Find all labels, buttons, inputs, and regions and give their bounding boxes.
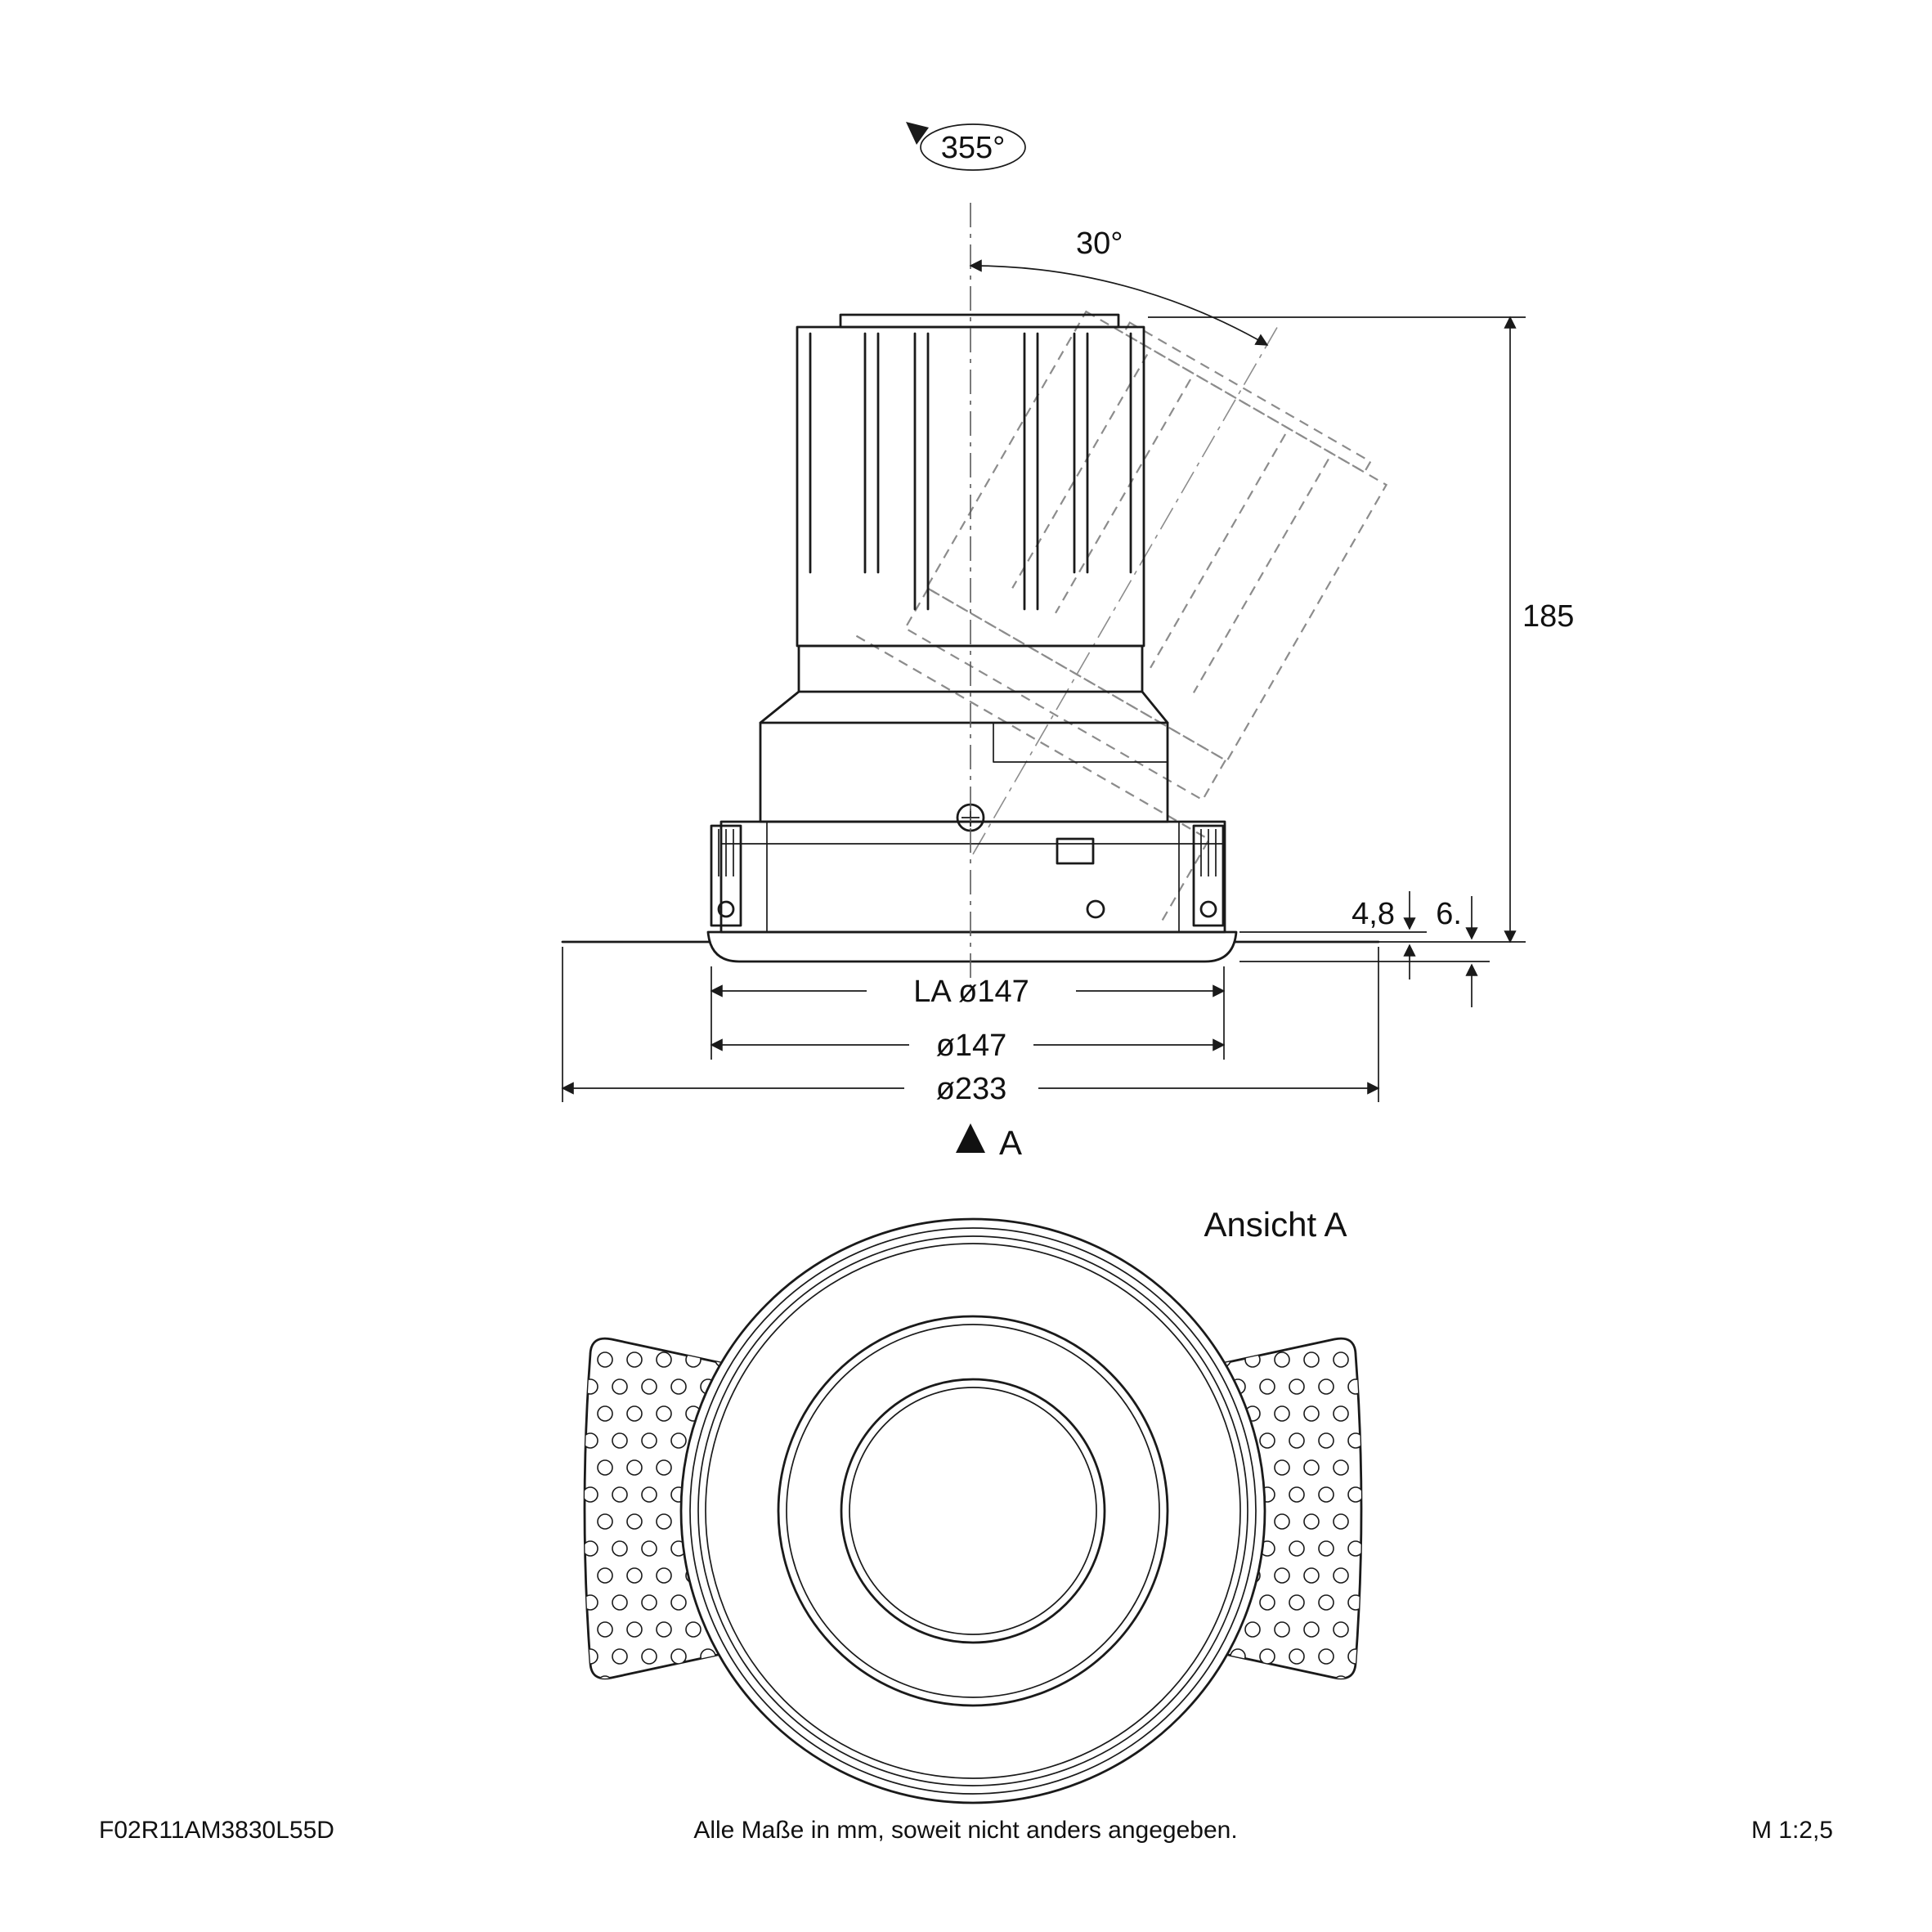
led-base — [797, 644, 1144, 693]
tilt-indicator: 30° — [969, 226, 1269, 346]
trim-ring-face — [679, 1217, 1266, 1804]
dim-widths: LA ø147 ø147 ø233 — [561, 947, 1380, 1106]
bottom-view: Ansicht A — [583, 1205, 1363, 1804]
dim-height: 185 — [1148, 316, 1574, 944]
footer-note: Alle Maße in mm, soweit nicht anders ang… — [693, 1817, 1237, 1844]
view-title: Ansicht A — [1204, 1205, 1347, 1244]
side-view: 355° 30° 185 4,8 6. — [561, 122, 1574, 1162]
dim-outer-label: ø233 — [936, 1072, 1007, 1106]
trim-flange — [706, 930, 1238, 963]
spring-clip-left — [710, 824, 742, 927]
footer: F02R11AM3830L55D Alle Maße in mm, soweit… — [99, 1817, 1833, 1844]
luminaire-body — [710, 313, 1226, 934]
housing-hole — [1086, 899, 1105, 919]
dim-diameter-label: ø147 — [936, 1029, 1007, 1063]
view-arrow-label: A — [999, 1123, 1022, 1162]
dim-cutout-label: LA ø147 — [913, 975, 1029, 1009]
dim-flange-recess: 4,8 6. — [1239, 891, 1490, 1007]
dim-recess-label: 6. — [1436, 897, 1462, 931]
tilt-angle-label: 30° — [1076, 226, 1123, 261]
rotation-angle-label: 355° — [941, 131, 1006, 165]
latch — [1056, 837, 1095, 865]
footer-scale: M 1:2,5 — [1751, 1817, 1833, 1844]
heatsink-cap — [839, 313, 1120, 329]
tilted-body-dashed — [855, 310, 1388, 922]
tilted-center-axis — [970, 327, 1278, 859]
view-direction-marker: A — [956, 1123, 1022, 1162]
lens-circle — [840, 1378, 1106, 1644]
spring-clip-right — [1192, 824, 1225, 927]
rotation-indicator: 355° — [906, 122, 1026, 171]
cone-opening-circle — [777, 1315, 1169, 1707]
outer-trim-circle — [679, 1217, 1266, 1804]
dim-flange-label: 4,8 — [1352, 897, 1395, 931]
footer-article-number: F02R11AM3830L55D — [99, 1817, 334, 1844]
rotation-arrowhead — [906, 122, 929, 145]
view-arrow-icon — [956, 1123, 985, 1153]
recessed-housing — [719, 820, 1226, 934]
dim-height-label: 185 — [1522, 599, 1574, 634]
